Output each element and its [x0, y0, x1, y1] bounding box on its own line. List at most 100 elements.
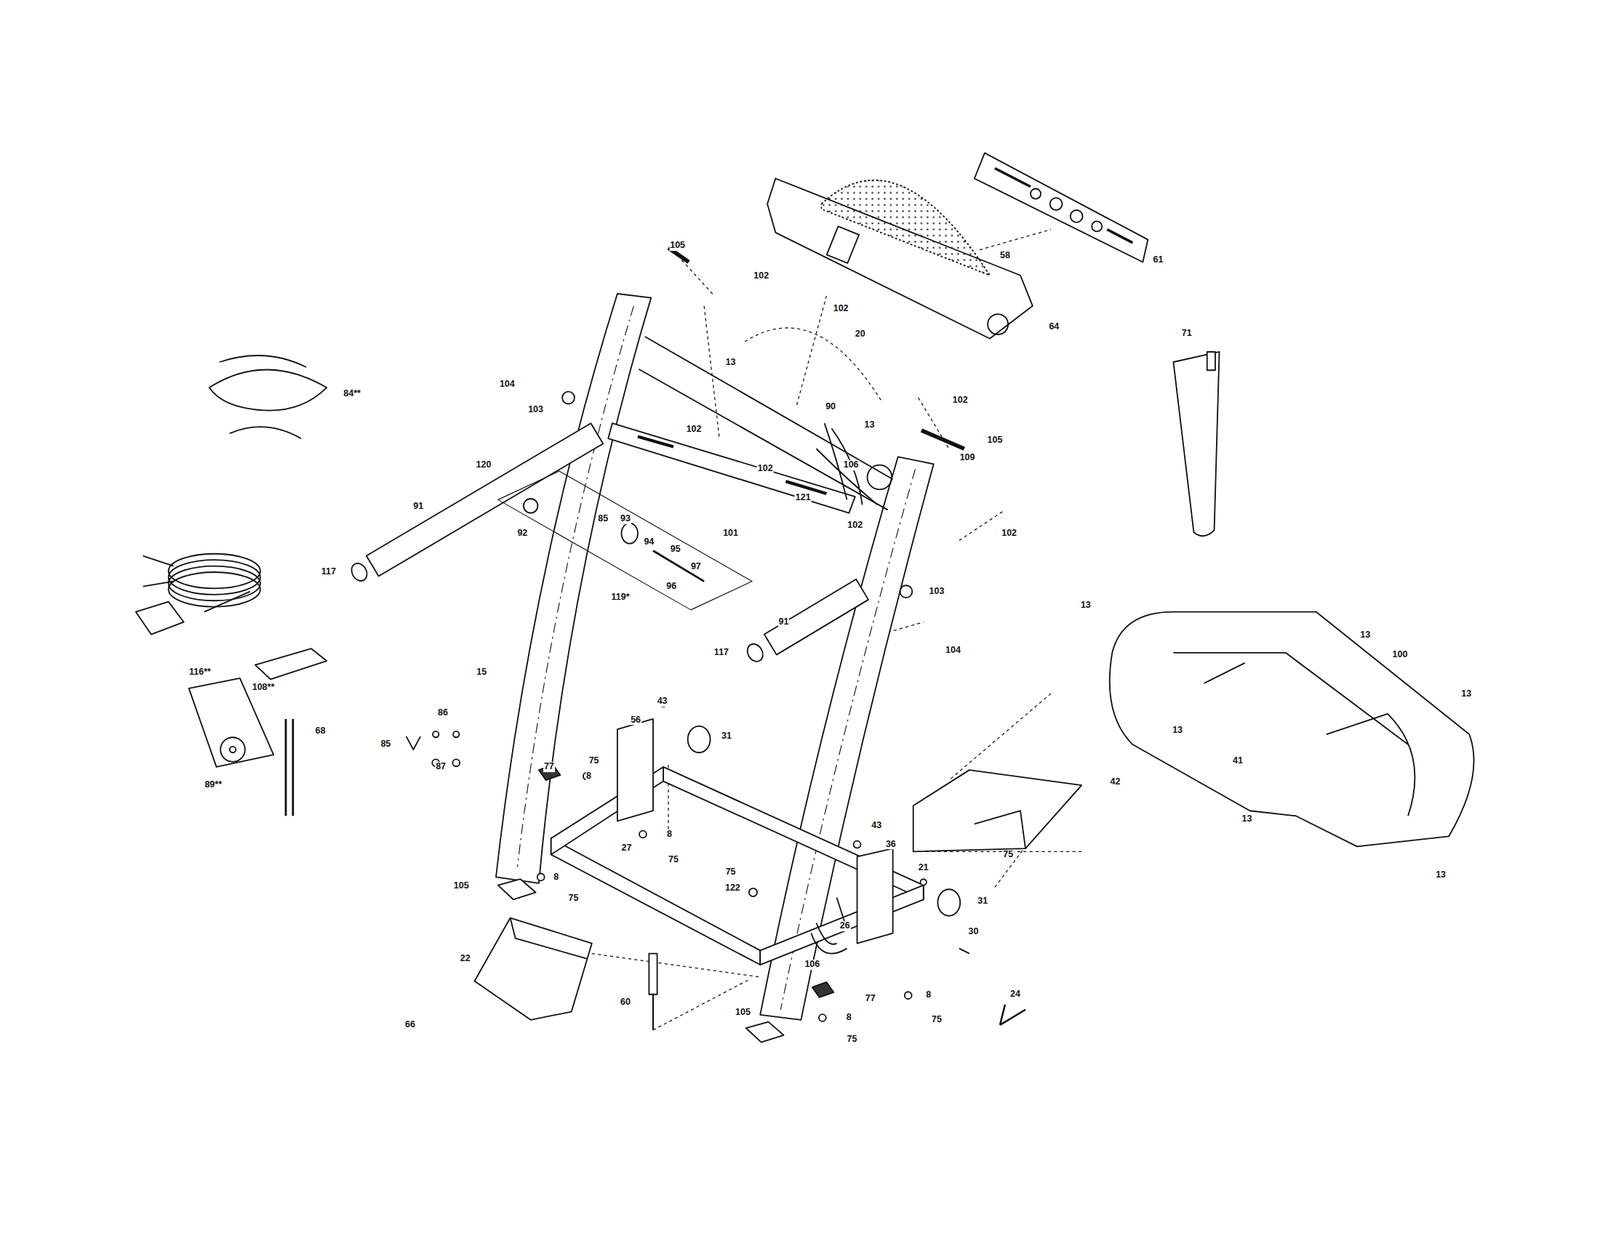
callout-number: 58	[999, 250, 1011, 262]
callout-number: 91	[412, 501, 424, 512]
callout-number: 100	[1392, 650, 1409, 661]
console-overlay	[974, 152, 1148, 262]
handle	[764, 579, 869, 656]
callout-number: 8	[845, 1013, 853, 1024]
callout-number: 86	[437, 708, 449, 719]
bracket	[617, 719, 654, 822]
callout-number: 26	[839, 921, 851, 932]
callout-number: 106	[842, 460, 860, 471]
callout-number: 8	[585, 771, 592, 782]
callout-number: 105	[669, 240, 686, 251]
callout-number: 85	[379, 739, 392, 750]
callout-number: 109	[959, 453, 976, 464]
callout-number: 75	[1002, 850, 1014, 861]
callout-number: 8	[666, 829, 673, 840]
video-cassette	[255, 648, 327, 680]
callout-number: 101	[722, 528, 739, 539]
callout-number: 95	[669, 544, 682, 555]
callout-number: 27	[621, 843, 633, 854]
tray	[913, 770, 1082, 852]
wheel	[688, 726, 711, 753]
cover	[474, 918, 592, 1021]
callout-number: 102	[846, 520, 864, 531]
callout-number: 61	[1152, 255, 1165, 266]
bracket	[857, 848, 894, 944]
callout-number: 104	[944, 645, 962, 656]
callout-number: 105	[453, 881, 470, 892]
callout-number: 56	[629, 715, 642, 726]
callout-number: 31	[976, 896, 989, 907]
callout-number: 75	[846, 1034, 859, 1046]
callout-number: 13	[1241, 814, 1254, 825]
callout-number: 60	[619, 997, 632, 1008]
callout-number: 20	[854, 329, 867, 340]
callout-number: 90	[824, 402, 837, 413]
callout-number: 71	[1181, 328, 1193, 339]
callout-number: 13	[1171, 725, 1184, 736]
callout-number: 117	[320, 567, 337, 578]
callout-number: 85	[597, 514, 609, 525]
callout-number: 96	[665, 581, 678, 592]
callout-number: 97	[690, 562, 702, 573]
callout-number: 42	[1109, 777, 1122, 788]
callout-number: 24	[1009, 989, 1022, 1000]
callout-number: 102	[752, 271, 770, 282]
callout-number: 64	[1048, 322, 1060, 334]
motor-hood	[1109, 612, 1475, 848]
callout-number: 102	[1000, 528, 1018, 539]
callout-number: 119*	[610, 592, 631, 603]
callout-number: 84**	[342, 389, 362, 400]
callout-number: 106	[803, 960, 821, 971]
callout-number: 103	[928, 586, 946, 598]
callout-number: 43	[870, 821, 883, 832]
callout-number: 103	[527, 405, 544, 416]
callout-number: 104	[498, 379, 516, 390]
callout-number: 102	[832, 304, 850, 315]
upright	[760, 456, 934, 1020]
callout-number: 75	[568, 893, 580, 904]
console-dome	[821, 180, 990, 276]
callout-number: 105	[986, 435, 1004, 446]
callout-number: 75	[930, 1015, 943, 1026]
callout-number: 116**	[188, 667, 212, 678]
callout-number: 105	[734, 1008, 752, 1019]
callout-number: 102	[757, 464, 774, 475]
callout-number: 102	[685, 424, 703, 435]
callout-number: 22	[459, 954, 472, 965]
chest-strap	[209, 355, 327, 439]
hood-trim	[1173, 352, 1219, 536]
callout-number: 13	[1080, 601, 1092, 612]
handle	[366, 423, 603, 576]
callout-number: 15	[475, 667, 488, 678]
callout-number: 13	[1460, 690, 1472, 701]
callout-number: 13	[1434, 870, 1447, 881]
callout-number: 13	[725, 358, 737, 369]
callout-number: 122	[724, 883, 742, 894]
callout-number: 66	[404, 1020, 416, 1031]
callout-number: 91	[778, 617, 790, 628]
callout-number: 77	[864, 994, 877, 1005]
callout-number: 8	[552, 872, 560, 883]
rod	[285, 719, 294, 816]
callout-number: 75	[667, 855, 680, 866]
callout-number: 31	[720, 731, 733, 742]
callout-number: 43	[656, 696, 669, 707]
wheel	[937, 889, 960, 916]
callout-number: 108**	[251, 682, 276, 694]
callout-number: 121	[794, 493, 812, 504]
callout-number: 13	[863, 420, 875, 431]
callout-number: 13	[1359, 630, 1371, 641]
console-tray	[767, 178, 1033, 339]
callout-number: 77	[543, 762, 555, 773]
callout-number: 8	[925, 991, 932, 1002]
adapter-box	[136, 602, 184, 635]
callout-number: 75	[725, 867, 737, 878]
callout-number: 21	[917, 863, 930, 874]
callout-number: 87	[434, 762, 447, 773]
callout-number: 120	[475, 460, 493, 471]
callout-number: 102	[952, 396, 969, 407]
callout-number: 68	[314, 726, 327, 737]
callout-number: 94	[642, 538, 655, 549]
callout-number: 117	[713, 648, 730, 659]
